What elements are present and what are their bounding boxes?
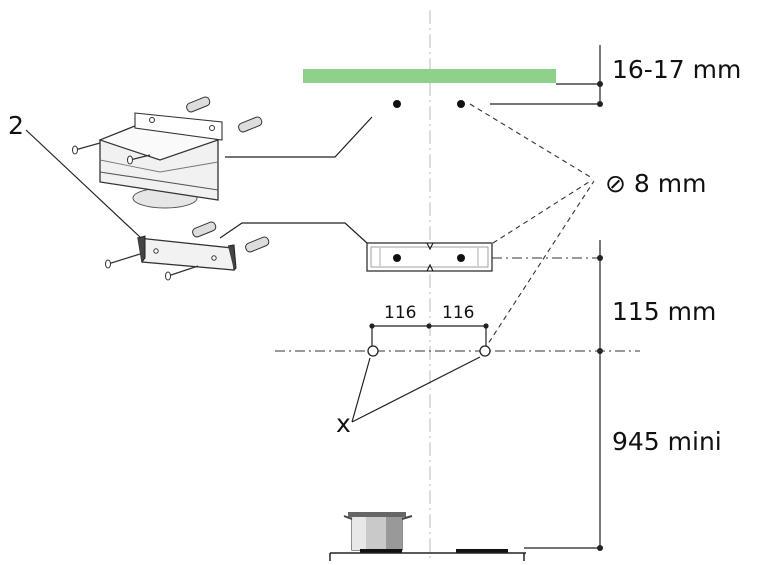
x-callout-label: x	[336, 409, 351, 438]
cabinet-bottom-strip	[303, 69, 556, 83]
mounting-bracket-plan	[366, 242, 493, 272]
mounting-rail-isometric	[105, 221, 270, 281]
spacing-left-label: 116	[384, 303, 416, 323]
top-hole-right	[457, 100, 465, 108]
part-2-callout: 2	[8, 111, 142, 239]
gap-dimension: 16-17 mm	[490, 45, 741, 107]
lower-hole-left	[367, 345, 379, 357]
x-callout: x	[336, 356, 481, 438]
hole-diameter-callout: ⊘ 8 mm	[469, 103, 706, 351]
vertical-dimension: 115 mm 945 mini	[524, 240, 722, 551]
cooktop-with-pot	[329, 512, 526, 561]
spacing-right-label: 116	[442, 303, 474, 323]
hole-diameter-label: ⊘ 8 mm	[605, 169, 706, 198]
minimum-height-label: 945 mini	[612, 427, 722, 456]
gap-dimension-label: 16-17 mm	[612, 55, 741, 84]
top-bracket-leader	[225, 116, 373, 158]
lower-bracket-leader	[219, 222, 368, 244]
top-hole-left	[393, 100, 401, 108]
duct-bracket-isometric	[72, 96, 263, 209]
lower-hole-right	[479, 345, 491, 357]
hole-spacing-dimension: 116 116	[369, 303, 489, 346]
vertical-dimension-label: 115 mm	[612, 297, 716, 326]
part-2-label: 2	[8, 111, 24, 140]
